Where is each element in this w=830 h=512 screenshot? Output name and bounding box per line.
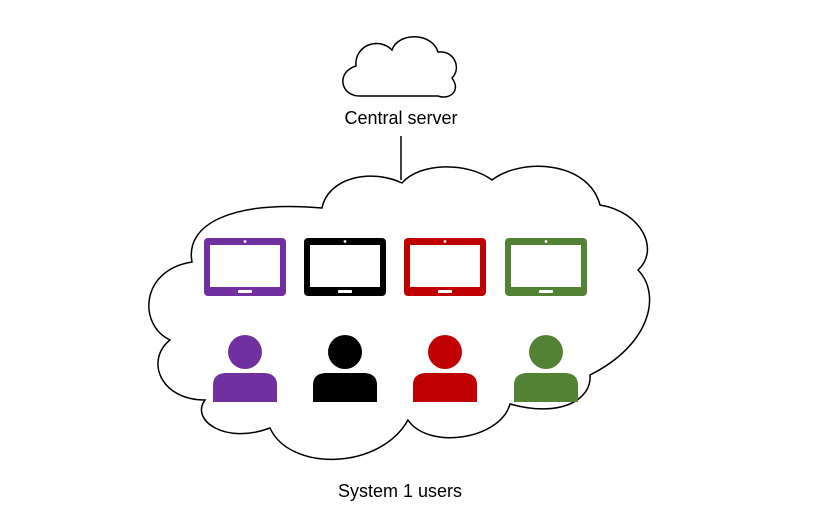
cloud-icon — [342, 36, 458, 98]
person-icon — [313, 335, 377, 402]
server-label: Central server — [344, 108, 457, 128]
user-group — [404, 238, 486, 402]
person-icon — [413, 335, 477, 402]
person-icon — [213, 335, 277, 402]
tablet-icon — [304, 238, 386, 296]
tablet-icon — [204, 238, 286, 296]
tablet-icon — [505, 238, 587, 296]
users-cloud — [148, 165, 651, 460]
person-icon — [514, 335, 578, 402]
user-group — [505, 238, 587, 402]
user-group — [304, 238, 386, 402]
tablet-icon — [404, 238, 486, 296]
group-label: System 1 users — [338, 481, 462, 501]
user-group — [204, 238, 286, 402]
